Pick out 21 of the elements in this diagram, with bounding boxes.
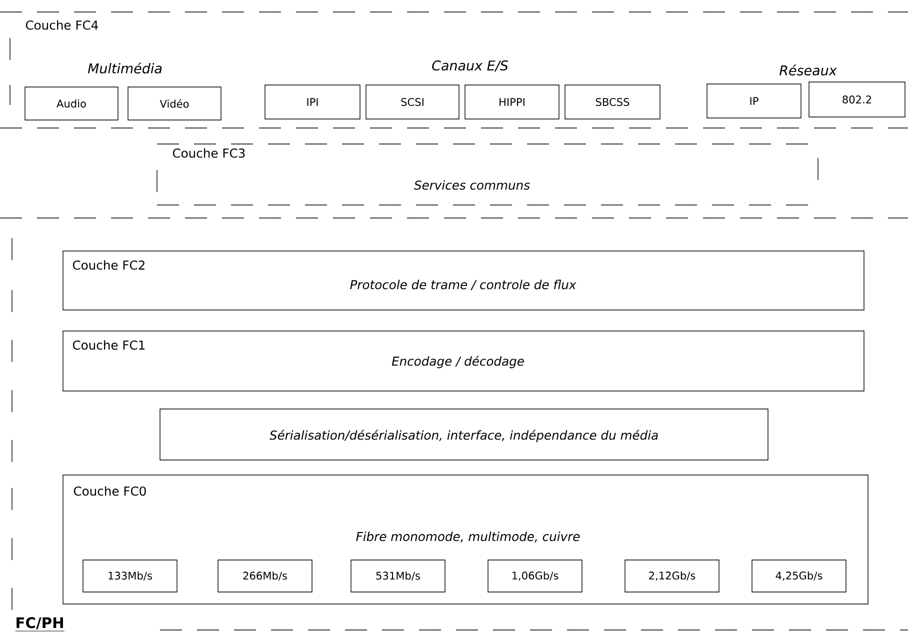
rate-box: 266Mb/s — [218, 560, 312, 592]
layer-box: Sérialisation/désérialisation, interface, indépendance du média — [160, 408, 768, 460]
layer-box: Couche FC2 Protocole de trame / controle de flux — [62, 250, 864, 310]
group-heading: Multimédia — [88, 62, 162, 74]
layer-box: Couche FC1 Encodage / décodage — [62, 330, 864, 392]
protocol-box: IP — [706, 84, 802, 118]
protocol-box: 802.2 — [808, 82, 906, 118]
group-heading: Canaux E/S — [432, 60, 508, 72]
rate-box: 531Mb/s — [350, 560, 446, 592]
protocol-box: Vidéo — [128, 86, 222, 120]
protocol-box: HIPPI — [464, 84, 560, 120]
protocol-box: SBCSS — [564, 84, 660, 120]
rate-box: 4,25Gb/s — [752, 560, 846, 592]
group-heading: Réseaux — [780, 64, 837, 76]
rate-box: 133Mb/s — [82, 560, 178, 592]
protocol-box: SCSI — [366, 84, 460, 120]
protocol-box: Audio — [24, 86, 118, 120]
rate-box: 2,12Gb/s — [624, 560, 720, 592]
layer-region: Couche FC3 Services communs — [156, 144, 820, 206]
protocol-box: IPI — [264, 84, 360, 120]
rate-box: 1,06Gb/s — [488, 560, 582, 592]
